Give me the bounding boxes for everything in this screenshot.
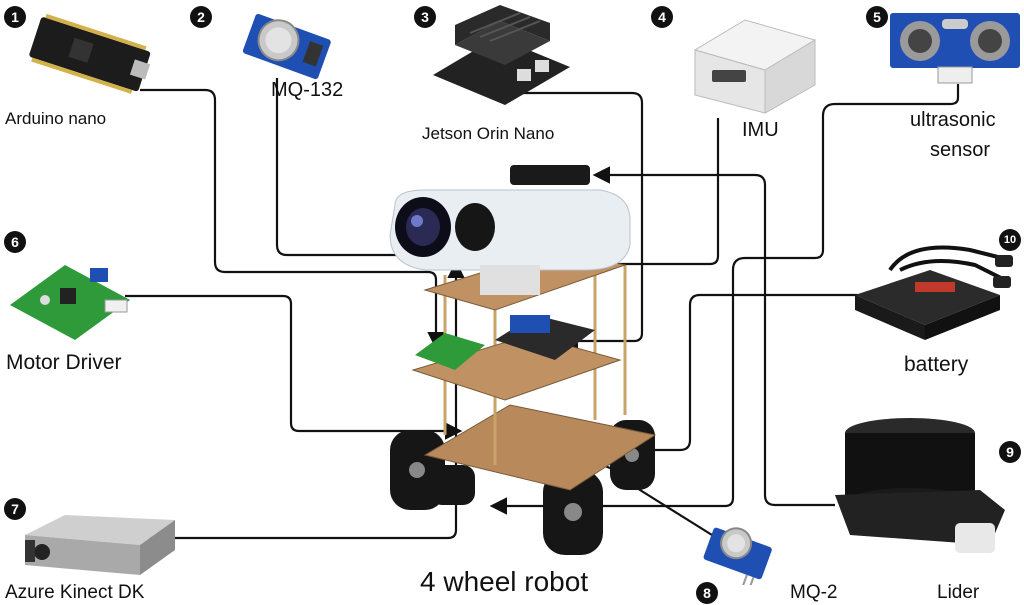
wire-lidar (592, 166, 835, 507)
label-imu: IMU (742, 119, 779, 141)
label-motor-driver: Motor Driver (6, 351, 122, 374)
label-battery: battery (904, 353, 969, 376)
badge-ultrasonic-sensor: 5 (866, 6, 888, 28)
badge-lidar: 9 (999, 441, 1021, 463)
wire-imu (587, 118, 720, 273)
label-mq-132: MQ-132 (271, 79, 344, 101)
label-mq-2: MQ-2 (790, 582, 838, 603)
badge-mq-2: 8 (696, 582, 718, 604)
badge-arduino-nano: 1 (4, 6, 26, 28)
motor-driver-board-icon (10, 265, 130, 340)
label-lidar: Lider (937, 582, 980, 603)
label-jetson-orin-nano: Jetson Orin Nano (422, 124, 555, 143)
diagram-title: 4 wheel robot (420, 566, 589, 597)
battery-pack-icon (855, 245, 1013, 340)
badge-mq-132: 2 (190, 6, 212, 28)
jetson-board-icon (433, 5, 570, 105)
badge-motor-driver: 6 (4, 231, 26, 253)
badge-battery: 10 (999, 229, 1021, 251)
ultrasonic-sensor-icon (890, 13, 1020, 84)
badge-azure-kinect: 7 (4, 498, 26, 520)
gas-sensor-module-icon (703, 527, 772, 585)
imu-box-icon (693, 19, 817, 114)
lidar-icon (835, 418, 1005, 553)
wire-motor-driver (125, 294, 463, 440)
gas-sensor-module-icon (242, 13, 331, 80)
label-ultrasonic: ultrasonic (910, 109, 996, 131)
wire-arduino (140, 88, 445, 350)
wire-jetson (520, 91, 644, 350)
label-arduino-nano: Arduino nano (5, 109, 107, 128)
wire-battery (501, 293, 858, 459)
four-wheel-robot-image (389, 165, 657, 555)
badge-jetson-orin-nano: 3 (414, 6, 436, 28)
wire-ultrasonic (489, 84, 960, 515)
arduino-nano-board-icon (29, 13, 151, 94)
wire-kinect (150, 260, 465, 540)
label-sensor: sensor (930, 139, 991, 161)
badge-imu: 4 (651, 6, 673, 28)
depth-camera-icon (25, 515, 175, 575)
label-azure-kinect: Azure Kinect DK (5, 582, 145, 603)
